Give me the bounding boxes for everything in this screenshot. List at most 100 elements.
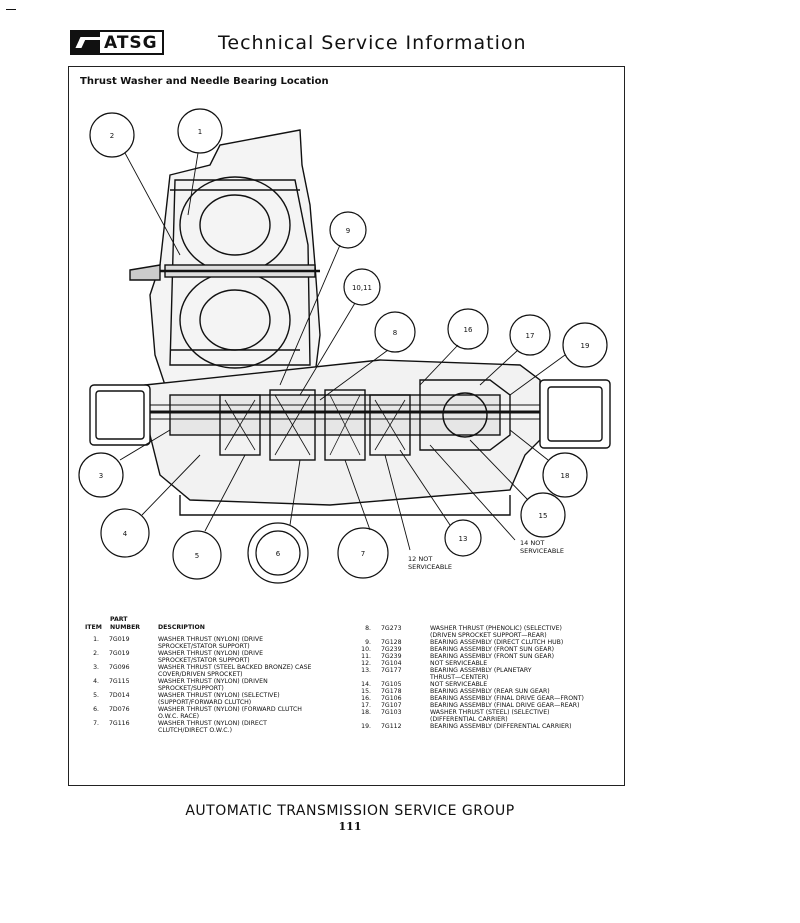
- table-row-part-number: 7G105: [381, 681, 402, 688]
- callout-10-11-label: 10,11: [352, 284, 372, 292]
- callout-16: 16: [447, 308, 489, 350]
- callout-5-label: 5: [195, 552, 199, 560]
- callout-9-label: 8: [393, 329, 397, 337]
- callout-13-label: 13: [459, 535, 468, 543]
- figure-title: Thrust Washer and Needle Bearing Locatio…: [80, 76, 329, 87]
- table-row-item: 16.: [361, 695, 371, 702]
- table-row-description: BEARING ASSEMBLY (PLANETARY THRUST—CENTE…: [430, 667, 532, 681]
- table-row-part-number: 7G096: [109, 664, 130, 671]
- table-row-description: BEARING ASSEMBLY (FINAL DRIVE GEAR—FRONT…: [430, 695, 584, 702]
- table-row-part-number: 7G112: [381, 723, 402, 730]
- table-row-description: WASHER THRUST (NYLON) (FORWARD CLUTCH O.…: [158, 706, 302, 720]
- callout-5: 5: [172, 530, 222, 580]
- note-14-line2: SERVICEABLE: [520, 547, 564, 555]
- table-row-item: 10.: [361, 646, 371, 653]
- table-row-item: 9.: [365, 639, 371, 646]
- table-row-part-number: 7G128: [381, 639, 402, 646]
- callout-6-label: 6: [276, 550, 281, 558]
- table-row-item: 3.: [93, 664, 99, 671]
- callout-18-label: 18: [561, 472, 570, 480]
- table-row-description: WASHER THRUST (PHENOLIC) (SELECTIVE) (DR…: [430, 625, 562, 639]
- callout-16-label: 16: [464, 326, 473, 334]
- callout-1-label: 1: [198, 128, 202, 136]
- table-row-description: NOT SERVICEABLE: [430, 681, 488, 688]
- table-row-item: 8.: [365, 625, 371, 632]
- table-row-item: 4.: [93, 678, 99, 685]
- table-row-description: BEARING ASSEMBLY (DIFFERENTIAL CARRIER): [430, 723, 572, 730]
- table-row-part-number: 7G107: [381, 702, 402, 709]
- table-row-part-number: 7G106: [381, 695, 402, 702]
- note-12-line2: SERVICEABLE: [408, 563, 452, 571]
- callout-13: 13: [444, 519, 482, 557]
- table-row-part-number: 7G019: [109, 650, 130, 657]
- table-row-description: NOT SERVICEABLE: [430, 660, 488, 667]
- note-14-line1: 14 NOT: [520, 539, 544, 547]
- table-row-description: BEARING ASSEMBLY (FRONT SUN GEAR): [430, 646, 555, 653]
- callout-17-label: 17: [526, 332, 535, 340]
- table-row-description: BEARING ASSEMBLY (FINAL DRIVE GEAR—REAR): [430, 702, 580, 709]
- table-row-part-number: 7G178: [381, 688, 402, 695]
- table-row-part-number: 7D076: [109, 706, 130, 713]
- table-row-item: 11.: [361, 653, 371, 660]
- table-row-part-number: 7G103: [381, 709, 402, 716]
- table-row-item: 7.: [93, 720, 99, 727]
- callout-18: 18: [542, 452, 588, 498]
- footer-organization: AUTOMATIC TRANSMISSION SERVICE GROUP: [185, 803, 515, 819]
- table-row-part-number: 7G273: [381, 625, 402, 632]
- table-row-item: 1.: [93, 636, 99, 643]
- table-row-item: 15.: [361, 688, 371, 695]
- table-row-part-number: 7G104: [381, 660, 402, 667]
- table-row-description: BEARING ASSEMBLY (DIRECT CLUTCH HUB): [430, 639, 564, 646]
- table-row-part-number: 7D014: [109, 692, 130, 699]
- table-row-item: 17.: [361, 702, 371, 709]
- table-row-description: WASHER THRUST (NYLON) (SELECTIVE) (SUPPO…: [158, 692, 280, 706]
- table-row-item: 19.: [361, 723, 371, 730]
- callout-7-label: 7: [361, 550, 365, 558]
- table-row-part-number: 7G177: [381, 667, 402, 674]
- header-description: DESCRIPTION: [158, 624, 205, 631]
- table-row-description: WASHER THRUST (STEEL BACKED BRONZE) CASE…: [158, 664, 312, 678]
- table-row-part-number: 7G019: [109, 636, 130, 643]
- table-row-description: WASHER THRUST (NYLON) (DRIVEN SPROCKET/S…: [158, 678, 268, 692]
- header-item: ITEM: [85, 624, 102, 631]
- table-row-part-number: 7G239: [381, 653, 402, 660]
- table-row-description: BEARING ASSEMBLY (FRONT SUN GEAR): [430, 653, 555, 660]
- callout-17: 17: [509, 314, 551, 356]
- callout-15-label: 15: [539, 512, 548, 520]
- callout-8: 9: [329, 211, 367, 249]
- callout-2-label: 2: [110, 132, 114, 140]
- callout-10-11: 10,11: [343, 268, 381, 306]
- table-row-description: BEARING ASSEMBLY (REAR SUN GEAR): [430, 688, 550, 695]
- callout-3: 3: [78, 452, 124, 498]
- note-12-line1: 12 NOT: [408, 555, 432, 563]
- callout-2: 2: [89, 112, 135, 158]
- table-row-item: 12.: [361, 660, 371, 667]
- figure-frame: [68, 66, 625, 786]
- table-row-item: 2.: [93, 650, 99, 657]
- table-row-item: 5.: [93, 692, 99, 699]
- table-row-part-number: 7G116: [109, 720, 130, 727]
- callout-15: 15: [520, 492, 566, 538]
- atsg-logo: ATSG: [70, 30, 164, 55]
- transmission-cutaway-diagram: 2 1 9 10,11 8 16 17 19 3 18 15 4 13 5 6 …: [78, 108, 611, 584]
- callout-7: 7: [337, 527, 389, 579]
- callout-4-label: 4: [123, 530, 128, 538]
- scan-mark: [6, 9, 16, 10]
- table-row-part-number: 7G115: [109, 678, 130, 685]
- callout-6: 6: [247, 522, 309, 584]
- table-row-description: WASHER THRUST (STEEL) (SELECTIVE) (DIFFE…: [430, 709, 550, 723]
- table-row-item: 18.: [361, 709, 371, 716]
- header-part-line1: PART: [110, 616, 128, 623]
- table-row-description: WASHER THRUST (NYLON) (DRIVE SPROCKET/ST…: [158, 650, 264, 664]
- table-row-description: WASHER THRUST (NYLON) (DIRECT CLUTCH/DIR…: [158, 720, 267, 734]
- logo-emblem-icon: [72, 32, 100, 53]
- callout-9: 8: [374, 311, 416, 353]
- logo-text: ATSG: [104, 32, 158, 53]
- table-row-description: WASHER THRUST (NYLON) (DRIVE SPROCKET/ST…: [158, 636, 264, 650]
- callout-19: 19: [562, 322, 608, 368]
- table-row-item: 13.: [361, 667, 371, 674]
- page-header-title: Technical Service Information: [218, 32, 527, 54]
- callout-19-label: 19: [581, 342, 590, 350]
- callout-1: 1: [177, 108, 223, 154]
- table-row-item: 14.: [361, 681, 371, 688]
